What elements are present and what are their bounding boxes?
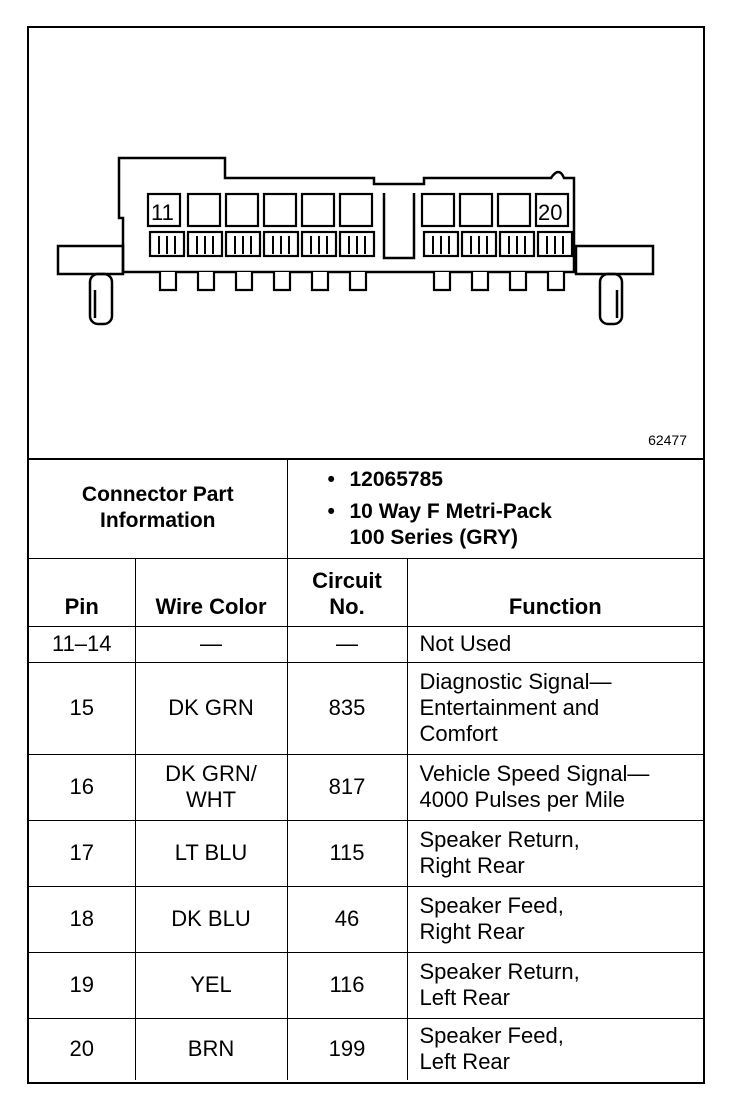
pin-cell: 16	[29, 753, 136, 821]
connector-diagram: 11 20 62477	[29, 28, 703, 460]
part-number: •12065785	[327, 467, 443, 491]
circuit-cell: 199	[286, 1017, 408, 1080]
function-cell: Speaker Feed, Left Rear	[406, 1017, 703, 1080]
circuit-cell: 46	[286, 885, 408, 953]
table-row: 17 LT BLU 115 Speaker Return, Right Rear	[29, 819, 703, 887]
pin-cell: 15	[29, 661, 136, 755]
pin-label-11: 11	[151, 200, 174, 225]
pin-cell: 19	[29, 951, 136, 1019]
circuit-cell: 115	[286, 819, 408, 887]
header-wire-color: Wire Color	[134, 557, 288, 627]
function-cell: Diagnostic Signal— Entertainment and Com…	[406, 661, 703, 755]
table-row: 16 DK GRN/ WHT 817 Vehicle Speed Signal—…	[29, 753, 703, 821]
pin-cell: 11–14	[29, 625, 136, 663]
function-cell: Vehicle Speed Signal— 4000 Pulses per Mi…	[406, 753, 703, 821]
connector-series: 100 Series (GRY)	[349, 525, 518, 549]
table-row: 18 DK BLU 46 Speaker Feed, Right Rear	[29, 885, 703, 953]
part-info-row: Connector Part Information •12065785 •10…	[29, 458, 703, 559]
wire-color-cell: YEL	[134, 951, 288, 1019]
header-pin: Pin	[29, 557, 136, 627]
wire-color-cell: DK BLU	[134, 885, 288, 953]
connector-type: •10 Way F Metri-Pack	[327, 499, 552, 523]
header-function: Function	[406, 557, 703, 627]
connector-sheet: 11 20 62477 Connector Part Information •…	[27, 26, 705, 1084]
pin-label-20: 20	[538, 200, 562, 225]
table-row: 20 BRN 199 Speaker Feed, Left Rear	[29, 1017, 703, 1080]
circuit-cell: —	[286, 625, 408, 663]
table-row: 11–14 — — Not Used	[29, 625, 703, 663]
part-info-list: •12065785 •10 Way F Metri-Pack 100 Serie…	[286, 458, 703, 559]
wire-color-cell: LT BLU	[134, 819, 288, 887]
pinout-table: Connector Part Information •12065785 •10…	[29, 458, 703, 1080]
connector-drawing: 11 20	[56, 156, 655, 326]
pin-cell: 18	[29, 885, 136, 953]
pin-cell: 17	[29, 819, 136, 887]
table-row: 19 YEL 116 Speaker Return, Left Rear	[29, 951, 703, 1019]
function-cell: Not Used	[406, 625, 703, 663]
circuit-cell: 835	[286, 661, 408, 755]
figure-number: 62477	[648, 432, 687, 448]
function-cell: Speaker Feed, Right Rear	[406, 885, 703, 953]
wire-color-cell: DK GRN/ WHT	[134, 753, 288, 821]
pin-cell: 20	[29, 1017, 136, 1080]
function-cell: Speaker Return, Right Rear	[406, 819, 703, 887]
header-circuit: Circuit No.	[286, 557, 408, 627]
function-cell: Speaker Return, Left Rear	[406, 951, 703, 1019]
circuit-cell: 116	[286, 951, 408, 1019]
wire-color-cell: DK GRN	[134, 661, 288, 755]
part-info-label: Connector Part Information	[29, 458, 288, 559]
header-row: Pin Wire Color Circuit No. Function	[29, 557, 703, 627]
circuit-cell: 817	[286, 753, 408, 821]
wire-color-cell: —	[134, 625, 288, 663]
wire-color-cell: BRN	[134, 1017, 288, 1080]
table-row: 15 DK GRN 835 Diagnostic Signal— Enterta…	[29, 661, 703, 755]
